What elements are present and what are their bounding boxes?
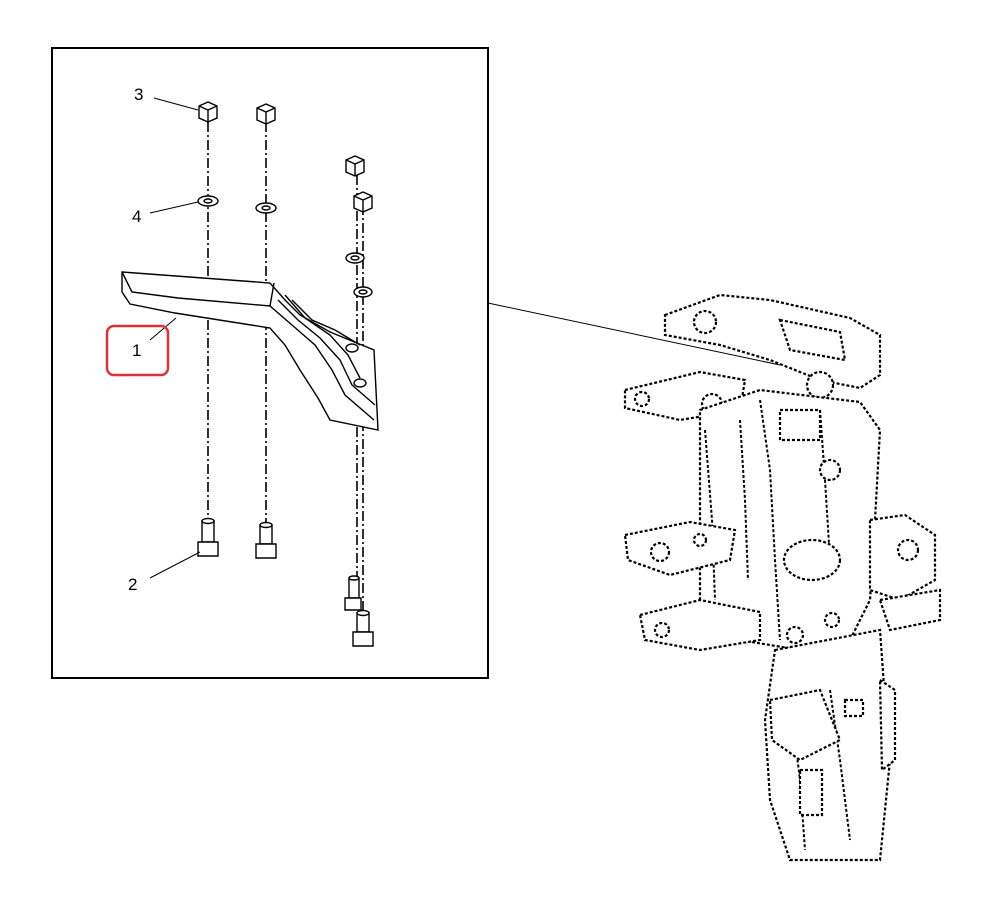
bolt-icon bbox=[344, 575, 362, 611]
callout-highlight-box bbox=[105, 324, 170, 377]
nut-icon bbox=[198, 101, 218, 123]
callout-4[interactable]: 4 bbox=[132, 207, 141, 226]
washer-icon bbox=[197, 195, 219, 207]
callout-2[interactable]: 2 bbox=[128, 575, 137, 594]
washer-icon bbox=[255, 202, 277, 214]
washer-icon bbox=[345, 252, 365, 264]
nut-icon bbox=[353, 191, 373, 213]
nut-icon bbox=[256, 103, 276, 125]
bolt-icon bbox=[352, 609, 374, 647]
frame-assembly-icon bbox=[623, 293, 942, 862]
bolt-icon bbox=[255, 521, 277, 559]
detail-inset-frame bbox=[51, 47, 489, 679]
callout-1[interactable]: 1 bbox=[132, 341, 141, 360]
washer-icon bbox=[353, 286, 373, 298]
nut-icon bbox=[345, 155, 365, 177]
bracket-part[interactable] bbox=[121, 271, 379, 431]
callout-3[interactable]: 3 bbox=[134, 85, 143, 104]
inset-leader-line bbox=[487, 302, 781, 366]
callout-leaders bbox=[149, 97, 201, 579]
bolt-icon bbox=[197, 517, 219, 557]
